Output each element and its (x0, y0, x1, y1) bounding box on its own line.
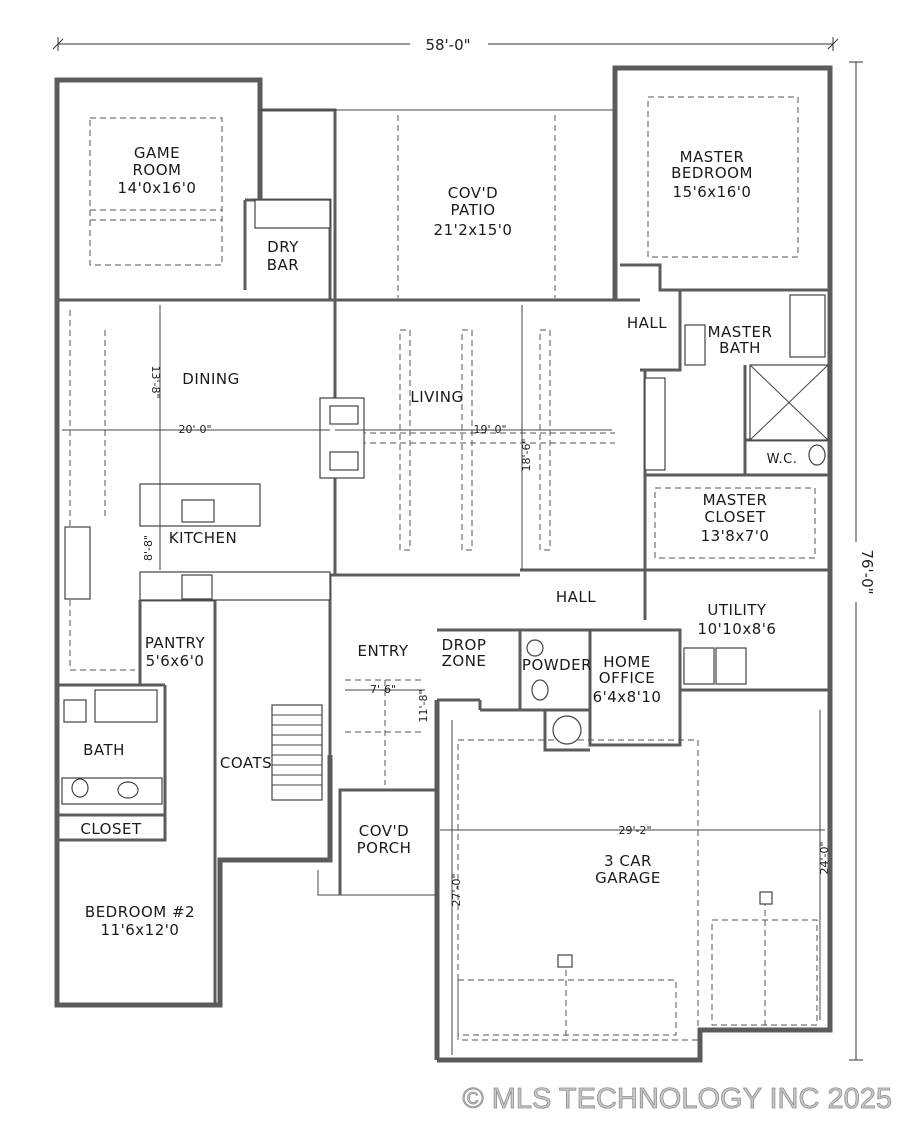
home-office-label-1: HOME (603, 653, 651, 671)
dining-width-label: 20'-0" (178, 423, 211, 436)
dry-bar-label-2: BAR (267, 256, 299, 274)
exterior-walls (54, 65, 833, 1063)
patio-label-2: PATIO (450, 201, 495, 219)
kitchen-label: KITCHEN (169, 529, 238, 547)
closet-label: CLOSET (80, 820, 142, 838)
living-label: LIVING (410, 388, 463, 406)
interior-dimension-lines (62, 305, 825, 1055)
toilet-icon (808, 444, 826, 466)
dining-depth-label: 13'-8" (149, 365, 162, 398)
bedroom2-size: 11'6x12'0 (101, 921, 180, 939)
drop-zone-label-2: ZONE (442, 652, 487, 670)
home-office-size: 6'4x8'10 (593, 688, 662, 706)
powder-sink-icon (526, 639, 544, 657)
water-heater-icon (552, 715, 582, 745)
bath2-tub-icon (94, 689, 158, 723)
dry-bar-label-1: DRY (267, 238, 299, 256)
kitchen-depth-label: 8'-8" (142, 535, 155, 561)
bathtub-icon (789, 294, 826, 358)
dining-label: DINING (182, 370, 239, 388)
sink-icon (181, 499, 215, 523)
pantry-size: 5'6x6'0 (146, 652, 205, 670)
utility-size: 10'10x8'6 (698, 620, 777, 638)
overall-width-label: 58'-0" (425, 36, 470, 54)
entry-width-label: 7'-6" (370, 683, 396, 696)
dryer-icon (715, 647, 747, 685)
stairs-icon (271, 704, 323, 801)
overall-width-dimension (52, 35, 839, 53)
patio-label-1: COV'D (448, 184, 498, 202)
utility-label: UTILITY (707, 601, 767, 619)
master-bedroom-size: 15'6x16'0 (673, 183, 752, 201)
drop-zone-label-1: DROP (442, 636, 487, 654)
living-width-label: 19'-0" (473, 423, 506, 436)
vanity-sink-icon (684, 324, 706, 366)
master-bath-label-2: BATH (719, 339, 761, 357)
master-closet-label-1: MASTER (703, 491, 768, 509)
garage-door-icon (457, 979, 677, 1036)
master-bedroom-label-1: MASTER (680, 148, 745, 166)
pantry-label: PANTRY (145, 634, 206, 652)
washer-icon (683, 647, 715, 685)
hall-upper-label: HALL (627, 314, 667, 332)
master-closet-size: 13'8x7'0 (701, 527, 770, 545)
master-bedroom-label-2: BEDROOM (671, 164, 753, 182)
powder-label: POWDER (522, 656, 592, 674)
game-room-size: 14'0x16'0 (118, 179, 197, 197)
game-room-label-1: GAME (134, 144, 180, 162)
master-closet-label-2: CLOSET (704, 508, 766, 526)
garage-label-1: 3 CAR (604, 852, 652, 870)
wc-label: W.C. (767, 452, 798, 467)
watermark: © MLS TECHNOLOGY INC 2025 (462, 1083, 892, 1115)
garage-depth-left-label: 27'-0" (450, 873, 463, 906)
cooktop-icon (181, 574, 213, 600)
garage-depth-right-label: 24'-0" (818, 841, 831, 874)
hall-lower-label: HALL (556, 588, 596, 606)
patio-size: 21'2x15'0 (434, 221, 513, 239)
home-office-label-2: OFFICE (599, 669, 655, 687)
living-depth-label: 18'-6" (520, 438, 533, 471)
garage-width-label: 29'-2" (618, 824, 651, 837)
ceiling-dashed-lines (69, 96, 818, 1041)
porch-label-2: PORCH (357, 839, 412, 857)
overall-depth-label: 76'-0" (858, 549, 876, 594)
bedroom2-label: BEDROOM #2 (85, 903, 195, 921)
master-bath-label-1: MASTER (708, 323, 773, 341)
fixtures (61, 199, 829, 1036)
porch-label-1: COV'D (359, 822, 409, 840)
porch-outline (317, 788, 437, 896)
entry-depth-label: 11'-8" (417, 689, 430, 722)
game-room-label-2: ROOM (133, 161, 182, 179)
coats-label: COATS (220, 754, 272, 772)
bath-label: BATH (83, 741, 125, 759)
powder-toilet-icon (531, 679, 549, 701)
garage-label-2: GARAGE (595, 869, 661, 887)
entry-label: ENTRY (358, 642, 409, 660)
overall-depth-dimension (846, 61, 866, 1061)
